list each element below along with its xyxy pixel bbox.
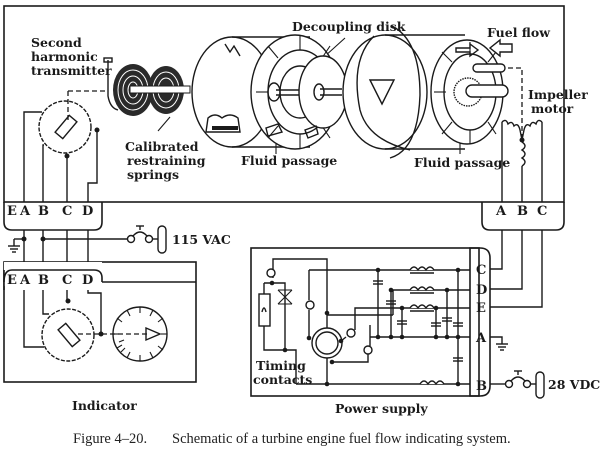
terminal-label: E — [7, 273, 17, 288]
right-drum — [342, 25, 465, 159]
terminal-label: B — [517, 204, 528, 219]
flow-gauge-dial — [112, 306, 168, 362]
terminal-label: B — [38, 204, 49, 219]
terminal-label: A — [19, 273, 31, 288]
svg-text:Calibrated: Calibrated — [125, 139, 199, 154]
terminal-label: D — [82, 273, 93, 288]
svg-text:restraining: restraining — [127, 153, 206, 168]
dc-supply-label: 28 VDC — [548, 377, 600, 392]
terminal-label: C — [476, 263, 486, 278]
second-harmonic-transmitter-label: Second harmonic transmitter — [31, 35, 112, 78]
terminal-label: E — [476, 301, 486, 316]
svg-text:Timing: Timing — [256, 358, 306, 373]
caption-prefix: Figure 4–20. — [73, 431, 147, 447]
motor-terminal-block — [481, 202, 565, 231]
svg-text:springs: springs — [127, 167, 179, 182]
transmitter-terminal-block — [3, 202, 103, 231]
ground-icon — [496, 343, 508, 351]
indicator-synchro — [41, 298, 104, 362]
transmitter-frame — [3, 5, 565, 203]
terminal-label: C — [537, 204, 547, 219]
terminal-label: B — [38, 273, 49, 288]
power-terminal-labels: C D E A B — [475, 263, 487, 394]
terminal-label: A — [475, 331, 487, 346]
terminal-label: A — [495, 204, 507, 219]
svg-text:contacts: contacts — [253, 372, 312, 387]
ac-supply-label: 115 VAC — [172, 232, 231, 247]
gauge-pointer-icon — [145, 326, 162, 342]
decoupling-disk-label: Decoupling disk — [292, 19, 406, 34]
right-impeller-wheel — [430, 39, 509, 145]
power-supply-frame — [250, 247, 480, 397]
terminal-label: D — [82, 204, 93, 219]
fluid-passage-label-left: Fluid passage — [241, 153, 337, 168]
ac-power-switch[interactable] — [126, 225, 167, 254]
terminal-label: E — [7, 204, 17, 219]
svg-text:Second: Second — [31, 35, 82, 50]
calibrated-springs — [103, 57, 191, 116]
terminal-label: C — [62, 204, 72, 219]
indicator-terminal-labels: E A B C D — [7, 273, 93, 288]
impeller-motor-label: Impeller motor — [528, 87, 588, 116]
terminal-label: C — [62, 273, 72, 288]
timing-contacts-label: Timing contacts — [253, 358, 312, 387]
interconnect-wiring — [14, 230, 128, 262]
impeller-motor — [501, 67, 543, 202]
dc-power-switch[interactable] — [490, 370, 545, 399]
svg-text:motor: motor — [531, 101, 574, 116]
fuel-flow-label: Fuel flow — [487, 25, 551, 40]
fluid-passage-label-right: Fluid passage — [414, 155, 510, 170]
svg-text:transmitter: transmitter — [31, 63, 112, 78]
terminal-label: A — [19, 204, 31, 219]
svg-text:Impeller: Impeller — [528, 87, 588, 102]
indicator-terminal-block — [3, 269, 103, 283]
ground-icon — [8, 239, 20, 253]
power-supply-circuit — [258, 258, 470, 387]
transmitter-synchro — [38, 100, 100, 159]
transmitter-terminal-labels: E A B C D — [7, 204, 93, 219]
caption-text: Schematic of a turbine engine fuel flow … — [172, 431, 511, 447]
fuel-flow-arrow-icon — [488, 38, 513, 58]
power-supply-label: Power supply — [335, 401, 428, 416]
figure-caption: Figure 4–20. Schematic of a turbine engi… — [73, 431, 511, 447]
indicator-label: Indicator — [72, 398, 137, 413]
transmitter-wiring — [23, 111, 98, 202]
terminal-label: D — [476, 283, 487, 298]
calibrated-springs-label: Calibrated restraining springs — [125, 139, 206, 182]
svg-text:harmonic: harmonic — [31, 49, 98, 64]
motor-to-power-wiring — [490, 230, 543, 344]
terminal-label: B — [476, 379, 487, 394]
power-terminal-block — [469, 247, 491, 397]
motor-terminal-labels: A B C — [495, 204, 547, 219]
springs-leader — [157, 116, 171, 132]
